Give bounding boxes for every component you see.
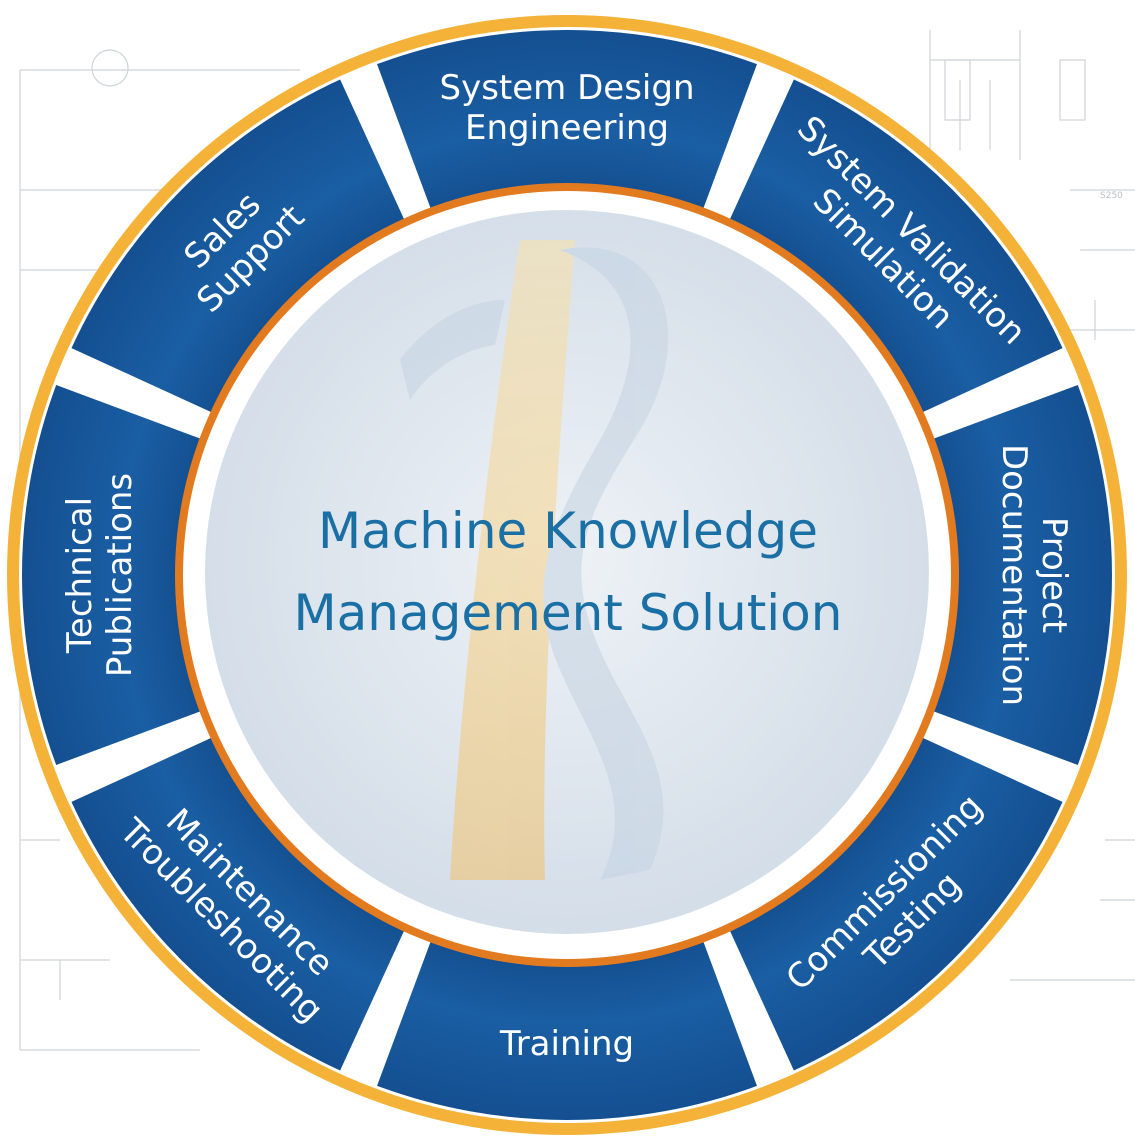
watermark-logo xyxy=(400,240,669,881)
segment-label-line: Engineering xyxy=(465,108,669,148)
segment-technical-publications xyxy=(22,385,204,765)
segment-label-line: Documentation xyxy=(994,444,1034,706)
segment-label-line: Technical xyxy=(60,497,100,654)
segment-label-line: System Design xyxy=(440,68,695,108)
segment-sales-support xyxy=(71,79,406,414)
center-title-line-2: Management Solution xyxy=(294,584,843,642)
segment-label-training: Training xyxy=(499,1024,634,1064)
schematic-label: S250 xyxy=(1100,191,1123,201)
center-title-line-1: Machine Knowledge xyxy=(318,502,818,560)
segment-system-validation xyxy=(728,79,1063,414)
segment-label-line: Publications xyxy=(100,473,140,677)
segment-label-line: Training xyxy=(499,1024,634,1064)
segment-commissioning-testing xyxy=(728,736,1063,1071)
segment-label-line: Project xyxy=(1034,517,1074,633)
segment-training xyxy=(377,938,757,1120)
segment-maintenance-troubleshooting xyxy=(71,736,406,1071)
segment-system-design xyxy=(377,29,757,212)
segment-project-documentation xyxy=(930,385,1113,765)
